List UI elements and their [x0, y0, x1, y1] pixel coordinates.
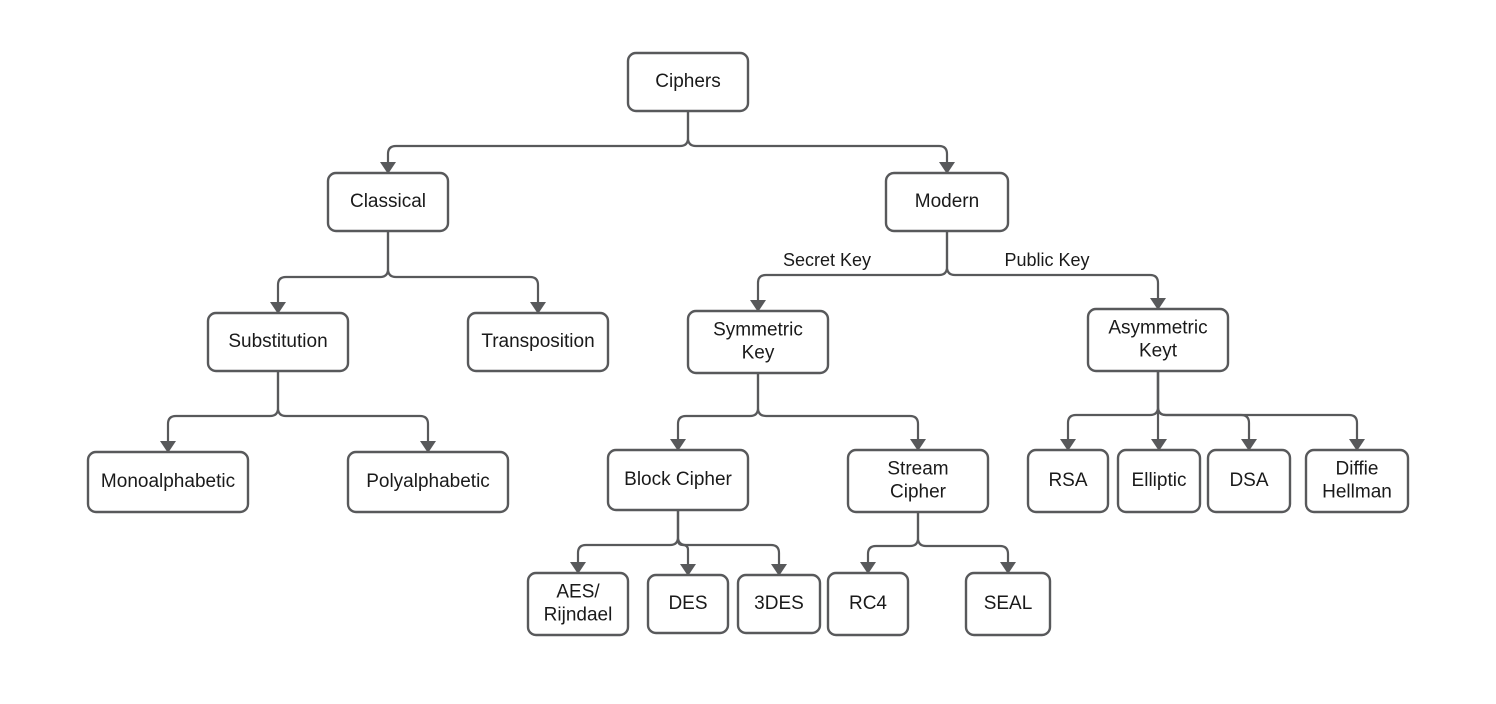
node-box-symmetric-key[interactable]	[686, 309, 830, 375]
edge-classical-substitution	[270, 229, 390, 314]
node-rc4[interactable]: RC4	[826, 571, 910, 637]
node-box-rc4[interactable]	[826, 571, 910, 637]
node-box-3des[interactable]	[736, 573, 822, 635]
node-3des[interactable]: 3DES	[736, 573, 822, 635]
node-box-rsa[interactable]	[1026, 448, 1110, 514]
edge-stream-seal	[916, 510, 1016, 574]
node-substitution[interactable]: Substitution	[206, 311, 350, 373]
edge-substitution-polyalphabetic	[276, 369, 436, 453]
node-box-polyalphabetic[interactable]	[346, 450, 510, 514]
edge-modern-symmetric	[750, 229, 949, 312]
node-label-symmetric-key: Symmetric	[713, 320, 803, 341]
node-label-stream-cipher: Stream	[887, 459, 948, 480]
node-box-diffie-hellman[interactable]	[1304, 448, 1410, 514]
edge-asymmetric-dsa	[1156, 369, 1257, 451]
node-box-dsa[interactable]	[1206, 448, 1292, 514]
edge-asymmetric-diffie	[1156, 369, 1365, 451]
node-label-aes-rijndael: AES/	[556, 582, 600, 603]
node-des[interactable]: DES	[646, 573, 730, 635]
node-label-diffie-hellman: Diffie	[1336, 459, 1379, 480]
node-label-polyalphabetic: Polyalphabetic	[366, 471, 490, 492]
edge-labels-layer: Secret Key Public Key	[783, 250, 1090, 270]
node-label-stream-cipher: Cipher	[890, 482, 947, 503]
node-label-asymmetric-key: Asymmetric	[1108, 318, 1207, 339]
public-key-label: Public Key	[1004, 250, 1089, 270]
secret-key-label: Secret Key	[783, 250, 871, 270]
edge-classical-transposition	[386, 229, 546, 314]
node-transposition[interactable]: Transposition	[466, 311, 610, 373]
node-label-asymmetric-key: Keyt	[1139, 341, 1178, 362]
edge-block-aes	[570, 508, 680, 574]
node-label-substitution: Substitution	[228, 331, 327, 352]
edge-block-3des	[676, 508, 787, 576]
node-box-stream-cipher[interactable]	[846, 448, 990, 514]
edge-ciphers-classical	[380, 109, 690, 174]
node-seal[interactable]: SEAL	[964, 571, 1052, 637]
node-modern[interactable]: Modern	[884, 171, 1010, 233]
node-box-modern[interactable]	[884, 171, 1010, 233]
node-block-cipher[interactable]: Block Cipher	[606, 448, 750, 512]
node-monoalphabetic[interactable]: Monoalphabetic	[86, 450, 250, 514]
node-label-transposition: Transposition	[481, 331, 594, 352]
node-box-elliptic[interactable]	[1116, 448, 1202, 514]
node-label-seal: SEAL	[984, 593, 1033, 614]
node-box-des[interactable]	[646, 573, 730, 635]
edge-stream-rc4	[860, 510, 920, 574]
node-label-classical: Classical	[350, 191, 426, 212]
node-label-monoalphabetic: Monoalphabetic	[101, 471, 235, 492]
edge-asymmetric-rsa	[1060, 369, 1160, 451]
node-classical[interactable]: Classical	[326, 171, 450, 233]
node-label-ciphers: Ciphers	[655, 71, 720, 92]
node-label-symmetric-key: Key	[742, 343, 775, 364]
node-box-aes-rijndael[interactable]	[526, 571, 630, 637]
node-box-seal[interactable]	[964, 571, 1052, 637]
node-label-dsa: DSA	[1229, 470, 1268, 491]
node-box-block-cipher[interactable]	[606, 448, 750, 512]
edge-symmetric-stream	[756, 371, 926, 451]
edge-substitution-monoalphabetic	[160, 369, 280, 453]
node-ciphers[interactable]: Ciphers	[626, 51, 750, 113]
edge-symmetric-block	[670, 371, 760, 451]
node-label-3des: 3DES	[754, 593, 804, 614]
node-aes-rijndael[interactable]: AES/Rijndael	[526, 571, 630, 637]
edge-modern-asymmetric	[945, 229, 1166, 310]
node-box-monoalphabetic[interactable]	[86, 450, 250, 514]
node-polyalphabetic[interactable]: Polyalphabetic	[346, 450, 510, 514]
edges-layer	[160, 109, 1365, 576]
node-box-classical[interactable]	[326, 171, 450, 233]
node-elliptic[interactable]: Elliptic	[1116, 448, 1202, 514]
node-label-aes-rijndael: Rijndael	[544, 605, 613, 626]
node-box-ciphers[interactable]	[626, 51, 750, 113]
node-box-substitution[interactable]	[206, 311, 350, 373]
node-label-diffie-hellman: Hellman	[1322, 482, 1392, 503]
node-label-rc4: RC4	[849, 593, 887, 614]
node-dsa[interactable]: DSA	[1206, 448, 1292, 514]
edge-ciphers-modern	[686, 109, 955, 174]
node-box-asymmetric-key[interactable]	[1086, 307, 1230, 373]
node-label-block-cipher: Block Cipher	[624, 469, 732, 490]
node-rsa[interactable]: RSA	[1026, 448, 1110, 514]
node-label-des: DES	[668, 593, 707, 614]
node-label-modern: Modern	[915, 191, 979, 212]
node-box-transposition[interactable]	[466, 311, 610, 373]
node-label-elliptic: Elliptic	[1132, 470, 1187, 491]
node-label-rsa: RSA	[1048, 470, 1087, 491]
